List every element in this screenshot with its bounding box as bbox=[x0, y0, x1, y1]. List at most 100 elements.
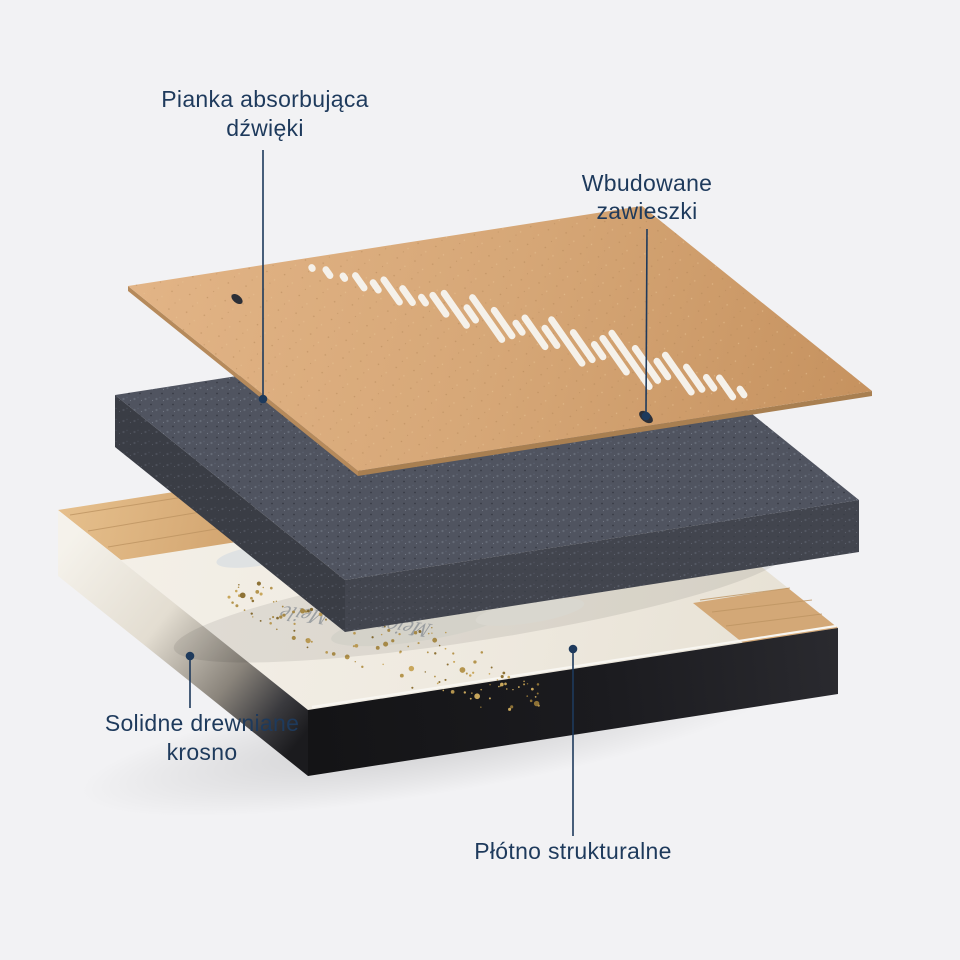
board-edge-left bbox=[128, 286, 358, 476]
gold-speckle bbox=[418, 630, 422, 633]
soundwave-slot bbox=[590, 341, 607, 361]
gold-speckle bbox=[304, 610, 308, 613]
gold-speckle bbox=[318, 612, 323, 617]
leader-dot-foam bbox=[258, 394, 268, 404]
gold-speckle bbox=[353, 631, 356, 635]
artwork-smudge bbox=[475, 598, 585, 626]
gold-speckle bbox=[471, 692, 473, 694]
gold-speckle bbox=[306, 609, 310, 613]
gold-speckle bbox=[523, 680, 525, 683]
gold-speckle bbox=[250, 612, 253, 615]
gold-speckle bbox=[398, 632, 401, 636]
leader-line-hangers bbox=[645, 228, 648, 413]
soundwave-slot bbox=[399, 285, 416, 307]
foam-front-face-texture bbox=[345, 500, 859, 632]
soundwave-slot bbox=[702, 374, 718, 392]
gold-speckle bbox=[489, 683, 491, 686]
gold-speckle bbox=[438, 680, 441, 684]
soundwave-slot bbox=[440, 289, 470, 329]
soundwave-slot bbox=[429, 291, 450, 318]
gold-speckle bbox=[480, 706, 482, 708]
gold-speckle bbox=[442, 689, 445, 692]
soundwave-slot bbox=[521, 314, 549, 351]
gold-speckle bbox=[325, 651, 328, 654]
gold-speckle bbox=[505, 688, 508, 690]
gold-speckle bbox=[293, 629, 296, 632]
gold-speckle bbox=[305, 638, 308, 641]
gold-speckle bbox=[465, 672, 468, 675]
gold-speckle bbox=[399, 651, 401, 654]
gold-speckle bbox=[534, 695, 537, 698]
gold-speckle bbox=[272, 601, 275, 603]
label-foam-line2: dźwięki bbox=[226, 115, 304, 141]
soundwave-slots bbox=[308, 264, 748, 401]
gold-speckle bbox=[310, 640, 313, 643]
gold-speckle bbox=[361, 665, 364, 669]
gold-speckle bbox=[490, 666, 493, 669]
wood-stretcher-right bbox=[693, 588, 838, 643]
foam-left-face-texture bbox=[115, 395, 345, 632]
gold-speckle bbox=[407, 645, 410, 648]
gold-speckle bbox=[408, 665, 415, 672]
gold-speckle bbox=[282, 613, 286, 617]
gold-speckle bbox=[238, 583, 240, 586]
labels: Pianka absorbująca dźwięki Wbudowane zaw… bbox=[105, 86, 712, 864]
soundwave-slot bbox=[352, 272, 368, 292]
gold-speckle bbox=[450, 689, 455, 694]
gold-speckle bbox=[309, 607, 314, 612]
gold-speckle bbox=[227, 595, 231, 599]
gold-speckle bbox=[496, 679, 499, 681]
soundwave-slot bbox=[418, 293, 429, 307]
soundwave-slot bbox=[661, 351, 695, 396]
gold-speckle bbox=[262, 586, 264, 589]
gold-speckle bbox=[462, 668, 464, 670]
gold-speckle bbox=[243, 609, 246, 612]
gold-speckle bbox=[444, 647, 447, 650]
gold-speckle bbox=[517, 686, 520, 688]
artwork-smudge bbox=[331, 603, 509, 647]
gold-speckle bbox=[259, 592, 263, 596]
gold-speckle bbox=[463, 691, 467, 694]
gold-speckle bbox=[234, 589, 238, 593]
gold-speckle bbox=[269, 621, 272, 625]
soundwave-slot bbox=[490, 306, 516, 340]
gold-speckle bbox=[438, 644, 441, 647]
gold-speckle bbox=[488, 697, 491, 700]
gold-speckle bbox=[291, 635, 296, 641]
soundwave-slot bbox=[512, 319, 526, 336]
soundwave-slot bbox=[463, 304, 480, 324]
leader-dot-canvas bbox=[568, 644, 578, 654]
gold-speckle bbox=[276, 616, 279, 620]
gold-speckle bbox=[399, 673, 404, 678]
gold-speckle bbox=[446, 663, 449, 666]
soundwave-slot bbox=[369, 279, 382, 294]
gold-speckle bbox=[473, 660, 477, 664]
gold-speckle bbox=[331, 652, 336, 656]
gold-speckle bbox=[432, 637, 438, 643]
gold-speckle bbox=[279, 615, 283, 619]
gold-speckle bbox=[526, 695, 529, 697]
gold-speckle bbox=[344, 654, 350, 660]
board-edge-bottom bbox=[358, 391, 872, 476]
gold-speckle bbox=[507, 675, 511, 679]
gold-speckle bbox=[237, 586, 240, 588]
gold-speckle bbox=[472, 671, 475, 674]
gold-speckle bbox=[275, 628, 278, 631]
soundwave-slot bbox=[469, 294, 506, 343]
gold-speckle bbox=[292, 610, 295, 614]
soundwave-slot bbox=[716, 374, 737, 401]
gold-speckle bbox=[231, 601, 234, 604]
gold-speckle bbox=[431, 632, 433, 634]
gold-speckle bbox=[498, 685, 500, 688]
gold-speckle bbox=[417, 642, 420, 645]
gold-speckle bbox=[530, 687, 534, 691]
gold-speckle bbox=[523, 683, 526, 686]
gold-speckle bbox=[424, 671, 427, 673]
gold-speckle bbox=[235, 604, 239, 608]
board-layer bbox=[128, 206, 872, 476]
gold-speckle bbox=[537, 704, 540, 707]
gold-speckle bbox=[354, 661, 356, 663]
gold-speckle bbox=[256, 581, 261, 586]
